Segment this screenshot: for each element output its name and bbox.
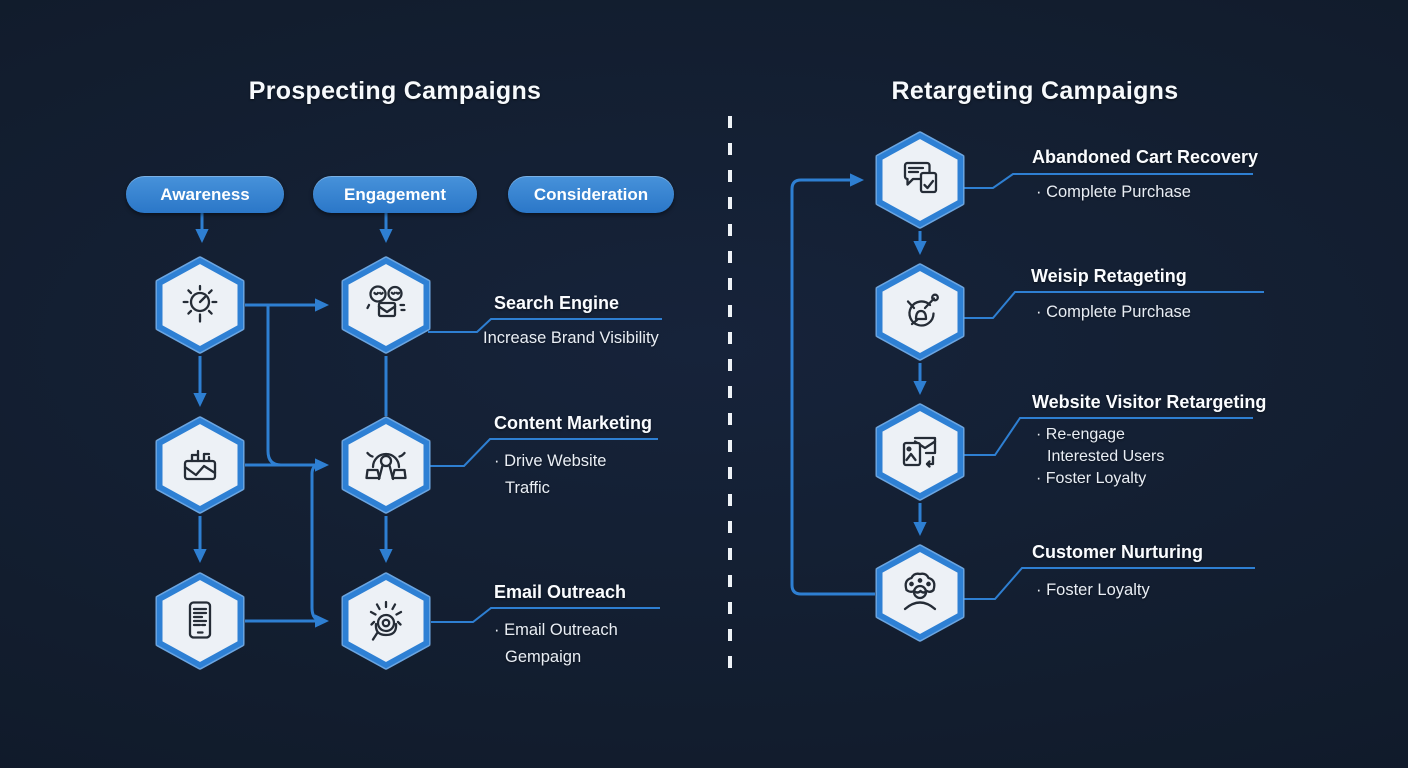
node-engagement-outreach	[341, 572, 431, 670]
tagline-search-engine	[428, 318, 662, 333]
stage-pill-awareness: Awareness	[126, 176, 284, 213]
card-line: · Re-engage	[1036, 426, 1125, 443]
card-title-search-engine: Search Engine	[494, 293, 620, 313]
card-line: Traffic	[505, 479, 550, 497]
node-awareness-mobile	[155, 572, 245, 670]
card-lines-abandoned-cart: · Complete Purchase	[1036, 179, 1191, 206]
target-pin-icon	[906, 293, 939, 327]
card-title-abandoned-cart: Abandoned Cart Recovery	[1032, 147, 1259, 167]
node-awareness-inbox	[155, 416, 245, 514]
media-forward-icon	[902, 436, 937, 468]
social-engagement-icon	[366, 285, 406, 318]
card-line: · Foster Loyalty	[1036, 470, 1147, 487]
node-retarget-customer	[875, 544, 965, 642]
card-line: Increase Brand Visibility	[483, 329, 659, 347]
card-line: · Foster Loyalty	[1036, 581, 1150, 599]
card-title-customer-nurturing: Customer Nurturing	[1032, 542, 1203, 562]
outreach-hand-icon	[369, 600, 403, 641]
retargeting-section-title: Retargeting Campaigns	[891, 77, 1179, 105]
card-line: Interested Users	[1047, 448, 1165, 465]
card-line: · Complete Purchase	[1036, 183, 1191, 201]
customer-gauge-icon	[903, 572, 937, 611]
tagline-content-marketing	[428, 438, 658, 467]
inbox-analytics-icon	[183, 449, 217, 481]
card-line: Gempaign	[505, 648, 582, 666]
tagline-abandoned-cart	[962, 173, 1253, 189]
loop-r4-back-to-r1	[790, 173, 875, 596]
node-retarget-media	[875, 403, 965, 501]
gear-performance-icon	[182, 284, 218, 323]
card-title-website-visitor: Website Visitor Retargeting	[1032, 392, 1267, 412]
card-title-weisip-retageting: Weisip Retageting	[1031, 266, 1187, 286]
branch-a2-to-e3	[310, 463, 323, 623]
tagline-customer-nurturing	[962, 567, 1255, 600]
card-title-content-marketing: Content Marketing	[494, 413, 653, 433]
card-line: · Complete Purchase	[1036, 303, 1191, 321]
chat-task-icon	[903, 161, 938, 194]
card-lines-email-outreach: · Email Outreach Gempaign	[494, 617, 618, 671]
branch-a1-to-e2	[266, 306, 282, 467]
mobile-content-icon	[188, 601, 212, 639]
broadcast-person-icon	[365, 451, 407, 481]
node-engagement-social	[341, 256, 431, 354]
node-retarget-chat-task	[875, 131, 965, 229]
node-engagement-broadcast	[341, 416, 431, 514]
card-lines-weisip-retageting: · Complete Purchase	[1036, 299, 1191, 326]
node-awareness-performance	[155, 256, 245, 354]
card-lines-content-marketing: · Drive Website Traffic	[494, 448, 606, 502]
stage-pill-engagement: Engagement	[313, 176, 477, 213]
card-lines-customer-nurturing: · Foster Loyalty	[1036, 577, 1150, 604]
tagline-website-visitor	[962, 417, 1253, 456]
prospecting-section-title: Prospecting Campaigns	[248, 77, 542, 105]
card-lines-website-visitor: · Re-engage Interested Users · Foster Lo…	[1036, 424, 1164, 490]
card-line: · Drive Website	[494, 452, 607, 470]
card-title-email-outreach: Email Outreach	[494, 582, 627, 602]
card-line: · Email Outreach	[494, 621, 618, 639]
tagline-email-outreach	[431, 607, 660, 623]
card-lines-search-engine: Increase Brand Visibility	[483, 325, 659, 352]
tagline-weisip-retageting	[962, 291, 1264, 319]
node-retarget-target	[875, 263, 965, 361]
stage-pill-consideration: Consideration	[508, 176, 674, 213]
